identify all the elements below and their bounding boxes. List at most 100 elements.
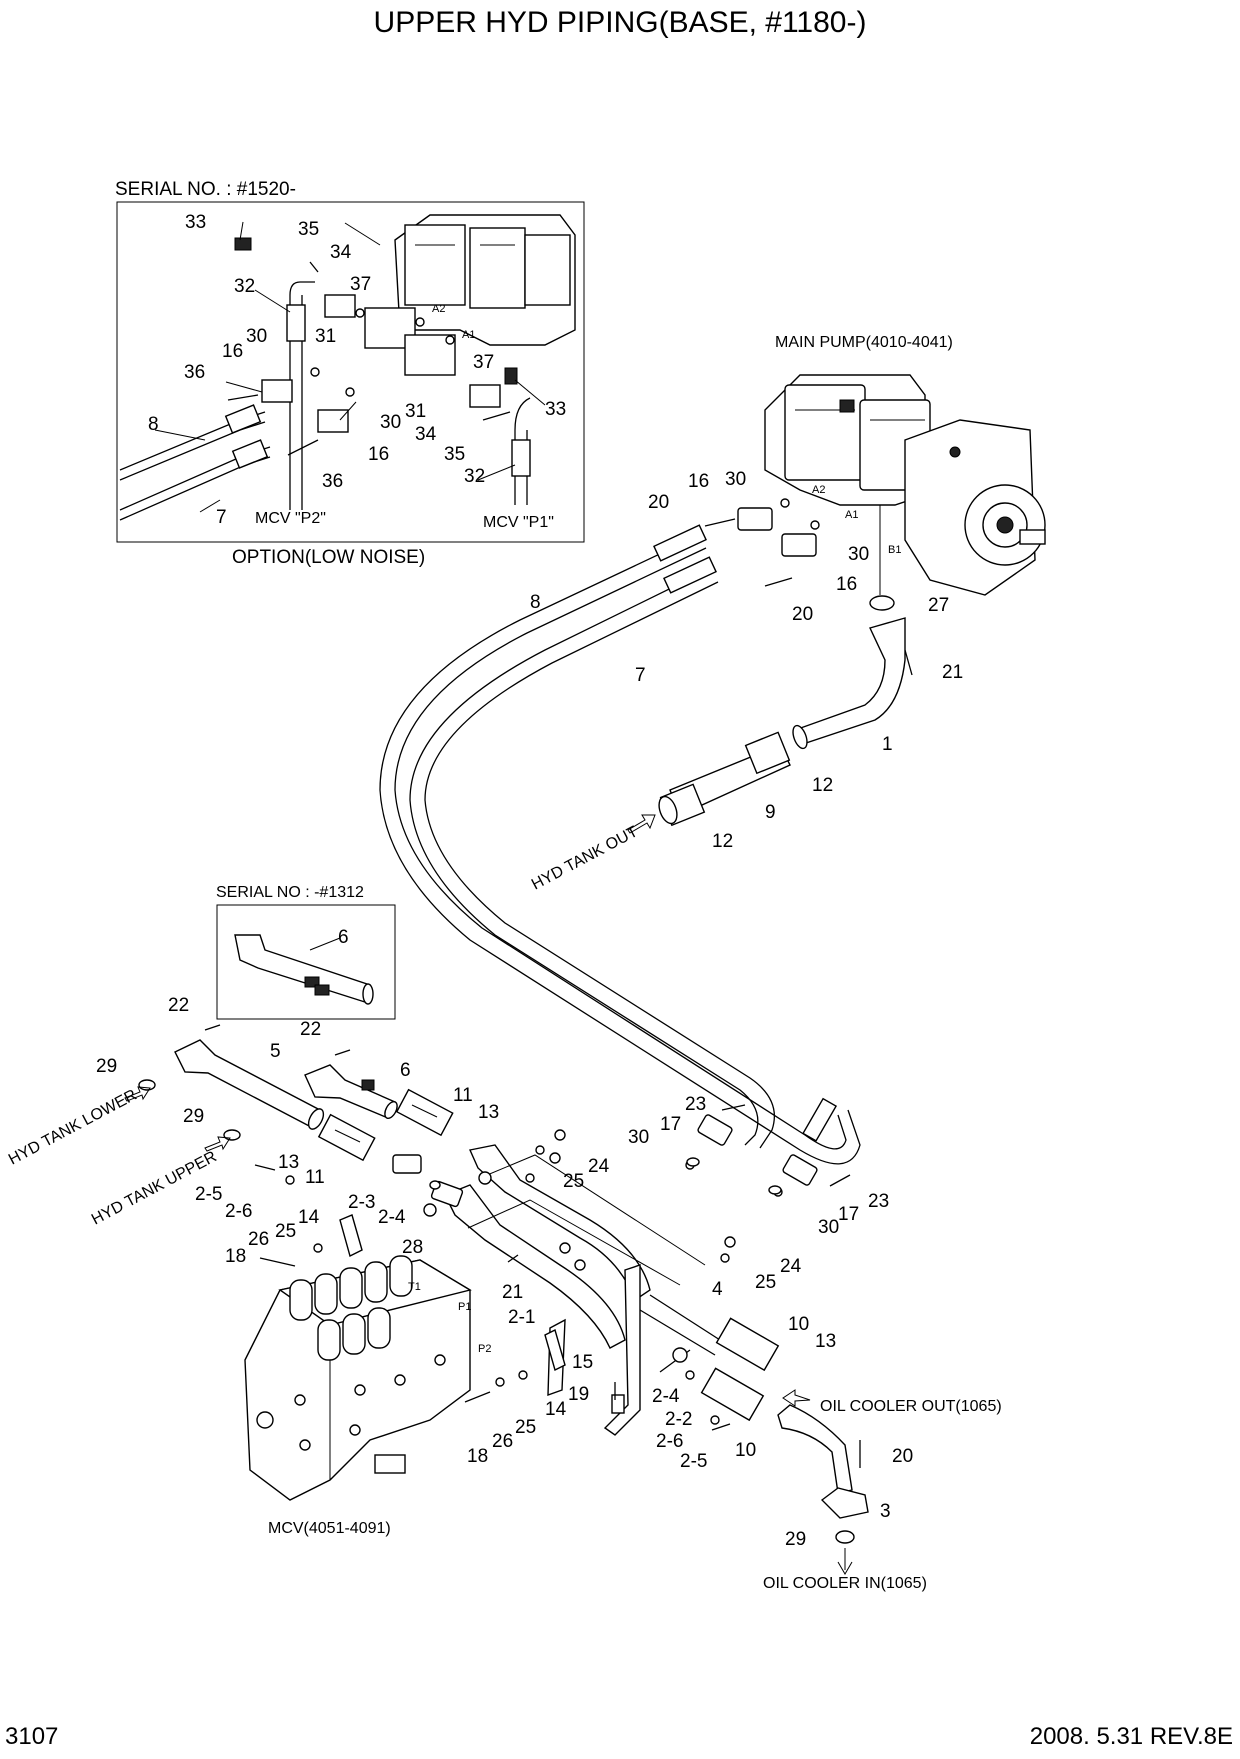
callout: 34: [415, 424, 437, 445]
callout: 37: [473, 352, 494, 373]
callout: 26: [492, 1431, 513, 1452]
callout: 2-4: [652, 1386, 680, 1407]
callout: 12: [712, 831, 733, 852]
arrow-hyd-tank-upper: [204, 1136, 231, 1152]
callout: 12: [812, 775, 833, 796]
callout: 16: [836, 574, 857, 595]
callout: 30: [818, 1217, 839, 1238]
pressure-hose-8: [379, 524, 861, 1165]
callout: 4: [712, 1279, 723, 1300]
oil-cooler-in-label: OIL COOLER IN(1065): [763, 1575, 927, 1592]
callout: 31: [405, 401, 426, 422]
return-pipe-6: [223, 1049, 398, 1141]
callout: 21: [942, 662, 963, 683]
callout: 2-1: [508, 1307, 535, 1328]
callout: 18: [467, 1446, 488, 1467]
callout: 34: [330, 242, 352, 263]
coupling-10-upper: [715, 1317, 780, 1372]
callout: 13: [278, 1152, 299, 1173]
return-pipe-5: [138, 1024, 325, 1130]
callout: 2-3: [348, 1192, 375, 1213]
callout: 1: [882, 734, 893, 755]
return-manifold-2: [423, 1144, 706, 1349]
callout: 19: [568, 1384, 589, 1405]
inset-flange-16b: [317, 409, 349, 433]
callout: 11: [453, 1085, 473, 1106]
callout: 23: [868, 1191, 889, 1212]
callout: 29: [183, 1106, 204, 1127]
arrow-hyd-tank-out: [627, 814, 656, 834]
callout: 32: [464, 466, 485, 487]
hyd-tank-out-label: HYD TANK OUT: [529, 823, 641, 893]
pump-flange-set: [704, 498, 895, 611]
mcv-port-p1: P1: [458, 1301, 471, 1313]
pump-port-a2: A2: [812, 484, 825, 496]
callout: 18: [225, 1246, 246, 1267]
callout: 30: [628, 1127, 649, 1148]
inset-port-a1: A1: [462, 329, 475, 341]
arrow-oil-cooler-in: [837, 1548, 853, 1575]
inset-frame: [116, 201, 585, 543]
callout: 22: [300, 1019, 321, 1040]
callout: 28: [402, 1237, 423, 1258]
suction-hose-9: [658, 731, 791, 827]
callout: 20: [892, 1446, 913, 1467]
callout: 2-5: [195, 1184, 222, 1205]
callout: 2-2: [665, 1409, 692, 1430]
callout: 6: [400, 1060, 411, 1081]
inset-mcv-p1-label: MCV "P1": [483, 514, 554, 531]
callout: 30: [380, 412, 401, 433]
callout: 33: [545, 399, 566, 420]
mcv-spool-caps: [289, 1255, 413, 1361]
callout: 25: [275, 1221, 296, 1242]
callout: 9: [765, 802, 776, 823]
callout: 35: [444, 444, 465, 465]
callout: 33: [185, 212, 206, 233]
mcv-port-t1: T1: [408, 1281, 421, 1293]
callout: 3: [880, 1501, 891, 1522]
callout: 25: [515, 1417, 536, 1438]
callout: 27: [928, 595, 949, 616]
inset-callouts: 33 35 34 32 37 31 30 16 36 8 37 31 30 33…: [148, 212, 566, 531]
callout: 5: [270, 1041, 281, 1062]
inset-serial-label: SERIAL NO. : #1520-: [115, 179, 296, 200]
pump-port-b1: B1: [888, 544, 901, 556]
callout: 2-5: [680, 1451, 707, 1472]
callout: 8: [530, 592, 541, 613]
callout: 35: [298, 219, 319, 240]
inset-caption: OPTION(LOW NOISE): [232, 547, 425, 568]
callout: 16: [688, 471, 709, 492]
inset-pump-sketch: A2 A1: [394, 214, 576, 346]
inset-mid-serial-label: SERIAL NO : -#1312: [216, 884, 364, 901]
callout: 30: [848, 544, 869, 565]
inset-early-serial: SERIAL NO : -#1312: [216, 884, 396, 1020]
inset-flange-34a: [324, 294, 356, 318]
callout: 15: [572, 1352, 593, 1373]
o-ring-27: [869, 595, 895, 611]
inset-plug-33a: [234, 237, 252, 251]
callout: 32: [234, 276, 255, 297]
oil-cooler-pipe-3: [777, 1404, 869, 1575]
inset-flange-16a: [261, 379, 293, 403]
callout: 22: [168, 995, 189, 1016]
callout: 29: [96, 1056, 117, 1077]
callout: 16: [368, 444, 389, 465]
callout: 31: [315, 326, 336, 347]
callout: 7: [216, 507, 227, 528]
pump-port-a1: A1: [845, 509, 858, 521]
inset-port-a2: A2: [432, 303, 445, 315]
pressure-hose-7: [409, 556, 776, 1149]
oil-cooler-pipe-4: [639, 1294, 780, 1422]
inset-plug-33b: [504, 367, 518, 385]
arrow-hyd-tank-lower: [124, 1086, 151, 1102]
callout: 20: [792, 604, 813, 625]
o-ring-29-bottom: [835, 1530, 855, 1544]
page-title: UPPER HYD PIPING(BASE, #1180-): [374, 6, 867, 39]
callout: 36: [184, 362, 205, 383]
callout: 37: [350, 274, 371, 295]
callout: 23: [685, 1094, 706, 1115]
oil-cooler-out-label: OIL COOLER OUT(1065): [820, 1398, 1002, 1415]
suction-pipe-1: [792, 617, 913, 750]
